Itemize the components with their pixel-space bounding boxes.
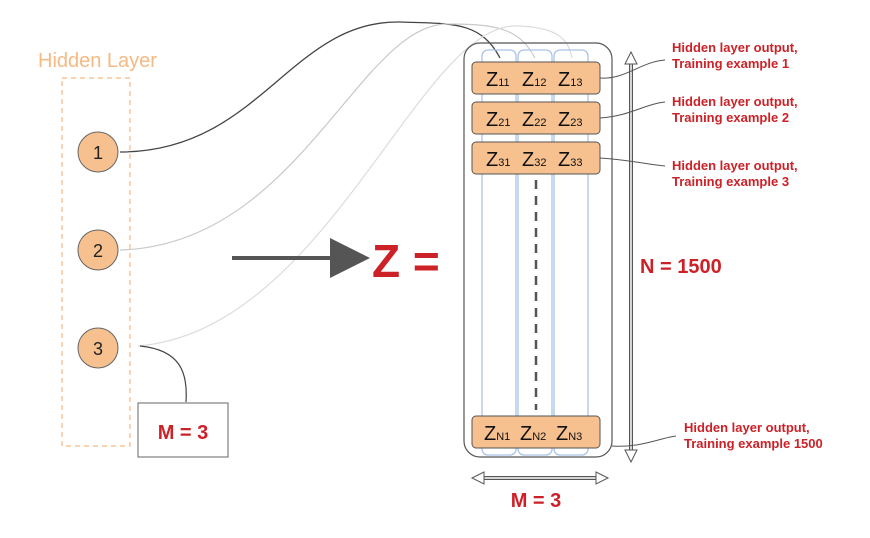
m-label-box xyxy=(137,402,229,458)
annotation-3-line1: Hidden layer output, xyxy=(672,158,798,173)
hidden-node-2: 2 xyxy=(77,229,119,271)
matrix-column-1 xyxy=(481,49,517,456)
connection-curve-3 xyxy=(137,25,573,347)
annotation-4-line2: Training example 1500 xyxy=(684,436,823,451)
cell-z12-sub: 12 xyxy=(534,77,546,89)
cell-z22: Z xyxy=(522,109,534,131)
cell-zn3-sub: N3 xyxy=(568,431,582,443)
annotation-row-3: Hidden layer output, Training example 3 xyxy=(672,158,798,189)
svg-text:Z31: Z31 xyxy=(486,149,510,171)
annotation-2-line1: Hidden layer output, xyxy=(672,94,798,109)
z-equals-label: Z = xyxy=(372,235,440,287)
annotation-connector-3 xyxy=(599,157,666,167)
svg-text:Z22: Z22 xyxy=(522,109,546,131)
cell-zn1: Z xyxy=(484,423,496,445)
matrix-column-2 xyxy=(517,49,553,456)
svg-text:Z13: Z13 xyxy=(558,69,582,91)
matrix-row-n xyxy=(471,415,601,449)
cell-z23: Z xyxy=(558,109,570,131)
annotation-row-2: Hidden layer output, Training example 2 xyxy=(672,94,798,125)
cell-zn1-sub: N1 xyxy=(496,431,510,443)
cell-z21: Z xyxy=(486,109,498,131)
cell-z32: Z xyxy=(522,149,534,171)
svg-text:Z23: Z23 xyxy=(558,109,582,131)
cell-zn2: Z xyxy=(520,423,532,445)
hidden-node-2-label: 2 xyxy=(93,241,103,261)
m-dimension-arrow xyxy=(470,471,610,485)
hidden-m-label: M = 3 xyxy=(158,422,209,444)
row-1-cells: Z11 Z12 Z13 xyxy=(486,69,582,91)
cell-z33-sub: 33 xyxy=(570,157,582,169)
matrix-bracket xyxy=(463,42,613,458)
n-dimension-arrow xyxy=(624,50,638,464)
annotation-row-n: Hidden layer output, Training example 15… xyxy=(684,420,823,451)
cell-z13-sub: 13 xyxy=(570,77,582,89)
annotation-4-line1: Hidden layer output, xyxy=(684,420,810,435)
cell-z11-sub: 11 xyxy=(498,77,509,89)
annotation-connector-1 xyxy=(599,59,666,79)
cell-z31-sub: 31 xyxy=(498,157,510,169)
connection-curve-2 xyxy=(119,23,536,251)
cell-z12: Z xyxy=(522,69,534,91)
annotation-row-1: Hidden layer output, Training example 1 xyxy=(672,40,798,71)
annotation-connector-2 xyxy=(599,101,666,119)
svg-text:ZN2: ZN2 xyxy=(520,423,546,445)
svg-text:Z33: Z33 xyxy=(558,149,582,171)
hidden-node-1: 1 xyxy=(77,131,119,173)
connection-curve-1 xyxy=(119,21,501,153)
annotation-3-line2: Training example 3 xyxy=(672,174,789,189)
annotation-1-line1: Hidden layer output, xyxy=(672,40,798,55)
annotation-2-line2: Training example 2 xyxy=(672,110,789,125)
svg-text:Z11: Z11 xyxy=(486,69,510,91)
cell-z32-sub: 32 xyxy=(534,157,546,169)
svg-text:Z12: Z12 xyxy=(522,69,546,91)
cell-z23-sub: 23 xyxy=(570,117,582,129)
svg-text:ZN3: ZN3 xyxy=(556,423,582,445)
cell-zn2-sub: N2 xyxy=(532,431,546,443)
m-dimension-label: M = 3 xyxy=(511,490,562,512)
cell-z33: Z xyxy=(558,149,570,171)
svg-text:Z21: Z21 xyxy=(486,109,510,131)
cell-z22-sub: 22 xyxy=(534,117,546,129)
annotation-connector-4 xyxy=(611,435,677,447)
matrix-column-3 xyxy=(553,49,589,456)
row-n-cells: ZN1 ZN2 ZN3 xyxy=(484,423,582,445)
hidden-layer-title: Hidden Layer xyxy=(38,50,157,72)
cell-zn3: Z xyxy=(556,423,568,445)
hidden-node-3-label: 3 xyxy=(93,339,103,359)
cell-z31: Z xyxy=(486,149,498,171)
row-2-cells: Z21 Z22 Z23 xyxy=(486,109,582,131)
annotation-1-line2: Training example 1 xyxy=(672,56,789,71)
cell-z13: Z xyxy=(558,69,570,91)
svg-text:Z32: Z32 xyxy=(522,149,546,171)
n-dimension-label: N = 1500 xyxy=(640,256,722,278)
hidden-node-3: 3 xyxy=(77,327,119,369)
m-box-connector xyxy=(139,345,187,403)
cell-z11: Z xyxy=(486,69,498,91)
hidden-layer-box xyxy=(61,77,131,447)
svg-text:ZN1: ZN1 xyxy=(484,423,510,445)
cell-z21-sub: 21 xyxy=(498,117,510,129)
row-3-cells: Z31 Z32 Z33 xyxy=(486,149,582,171)
hidden-node-1-label: 1 xyxy=(93,143,103,163)
